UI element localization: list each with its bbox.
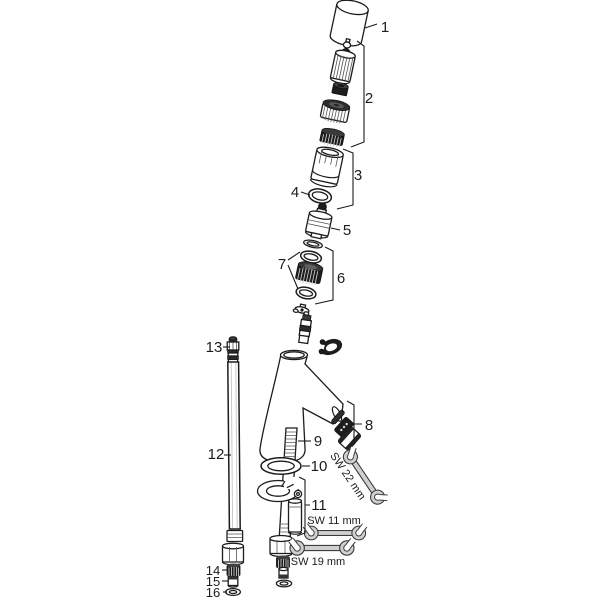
part-hose-ferrule xyxy=(226,529,244,543)
part-label-1: 1 xyxy=(381,19,389,36)
part-aerator-housing xyxy=(337,426,362,451)
part-spline-adapter xyxy=(329,48,356,85)
part-label-14: 14 xyxy=(206,563,220,578)
part-label-16: 16 xyxy=(206,585,220,600)
wrench-sw19 xyxy=(289,538,356,555)
part-rod-hex-nut xyxy=(269,534,293,558)
part-hose-hex-nut xyxy=(221,542,245,566)
part-label-2: 2 xyxy=(365,90,373,107)
part-o-ring-thin xyxy=(303,239,323,249)
part-mounting-claw xyxy=(256,477,303,503)
part-retaining-clip xyxy=(315,338,343,356)
part-label-5: 5 xyxy=(343,222,351,239)
part-seal-disc xyxy=(331,82,349,97)
part-15-bushing xyxy=(227,575,239,588)
part-hose-connector-13 xyxy=(226,336,240,364)
faucet-body xyxy=(259,349,344,463)
leader-5 xyxy=(330,227,341,231)
part-label-8: 8 xyxy=(365,417,373,434)
part-o-ring-4 xyxy=(307,188,333,204)
part-aerator-insert xyxy=(295,261,324,286)
part-rod-bushing xyxy=(278,566,289,579)
part-label-11: 11 xyxy=(311,497,327,514)
leader-7 xyxy=(287,251,301,290)
part-label-10: 10 xyxy=(311,458,328,475)
bracket-2 xyxy=(350,40,365,148)
part-14-knurled-nut xyxy=(226,563,241,577)
bracket-3 xyxy=(336,148,354,210)
part-label-15: 15 xyxy=(206,574,220,589)
bracket-11 xyxy=(296,476,310,537)
leader-4 xyxy=(300,191,311,196)
part-mounting-sleeve xyxy=(287,498,303,535)
part-rod-washer xyxy=(275,579,293,588)
part-cartridge xyxy=(304,202,333,240)
part-cartridge-sleeve xyxy=(310,146,345,188)
annotation-sw11: SW 11 mm xyxy=(307,515,361,527)
part-seal-ring-10 xyxy=(260,457,302,475)
part-label-4: 4 xyxy=(291,184,299,201)
part-knurled-disc xyxy=(319,127,345,147)
part-grub-screw xyxy=(342,37,352,49)
part-label-3: 3 xyxy=(354,167,362,184)
bracket-6 xyxy=(314,246,334,305)
part-label-9: 9 xyxy=(314,433,322,450)
annotation-sw19: SW 19 mm xyxy=(291,556,345,568)
part-connection-stem xyxy=(298,314,313,345)
leader-1 xyxy=(364,23,378,29)
part-hose-12 xyxy=(227,361,241,530)
bracket-8 xyxy=(346,400,362,445)
part-label-7: 7 xyxy=(278,256,286,273)
part-o-ring-lower xyxy=(295,286,317,300)
part-label-6: 6 xyxy=(337,270,345,287)
part-spout-seal xyxy=(331,409,345,425)
part-flow-regulator xyxy=(292,303,310,316)
part-16-washer xyxy=(224,587,242,597)
part-knurled-nut xyxy=(319,99,351,124)
part-label-12: 12 xyxy=(208,446,225,463)
part-label-13: 13 xyxy=(206,339,223,356)
